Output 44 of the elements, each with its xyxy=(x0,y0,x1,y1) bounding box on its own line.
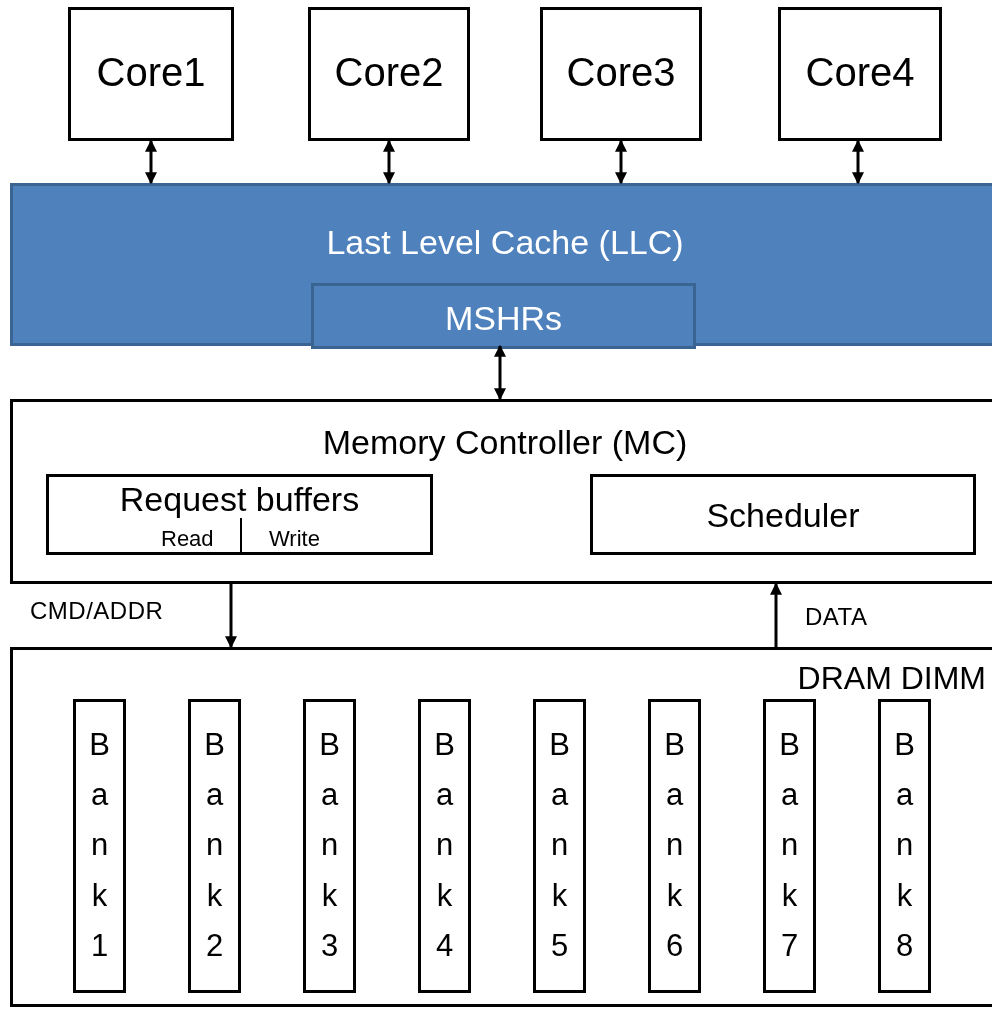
core-box xyxy=(68,7,234,141)
bank-label: Bank1 xyxy=(88,726,111,965)
bank-box xyxy=(73,699,126,993)
bank-label: Bank7 xyxy=(778,726,801,965)
bank-label: Bank2 xyxy=(203,726,226,965)
arrow xyxy=(852,139,864,185)
bank-box xyxy=(418,699,471,993)
arrow xyxy=(615,139,627,185)
bank-box xyxy=(763,699,816,993)
arrow xyxy=(494,344,506,401)
read-label: Read xyxy=(161,526,214,552)
bank-box xyxy=(188,699,241,993)
core-label: Core1 xyxy=(95,49,207,96)
arrow xyxy=(383,139,395,185)
bank-box xyxy=(648,699,701,993)
cache-band xyxy=(10,183,992,346)
arrow xyxy=(770,582,782,647)
bank-label: Bank6 xyxy=(663,726,686,965)
bank-label: Bank4 xyxy=(433,726,456,965)
box-label: Memory Controller (MC) xyxy=(321,422,689,463)
write-label: Write xyxy=(269,526,320,552)
controller-box xyxy=(10,399,992,584)
core-label: Core4 xyxy=(804,49,916,96)
box-label: MSHRs xyxy=(443,298,564,339)
core-box xyxy=(308,7,470,141)
dimm-box xyxy=(10,647,992,1007)
box-label: Last Level Cache (LLC) xyxy=(325,222,685,263)
core-box xyxy=(540,7,702,141)
scheduler-box xyxy=(590,474,976,555)
bank-label: Bank3 xyxy=(318,726,341,965)
bank-box xyxy=(878,699,931,993)
core-label: Core2 xyxy=(333,49,445,96)
bank-box xyxy=(533,699,586,993)
box-label: Request buffers xyxy=(118,479,361,520)
core-label: Core3 xyxy=(565,49,677,96)
mshr-box xyxy=(311,283,696,349)
arrow xyxy=(225,584,237,649)
box-label: Scheduler xyxy=(705,495,861,536)
bank-box xyxy=(303,699,356,993)
bank-label: Bank8 xyxy=(893,726,916,965)
bank-label: Bank5 xyxy=(548,726,571,965)
arrow xyxy=(145,139,157,185)
buffer-box xyxy=(46,474,433,555)
core-box xyxy=(778,7,942,141)
